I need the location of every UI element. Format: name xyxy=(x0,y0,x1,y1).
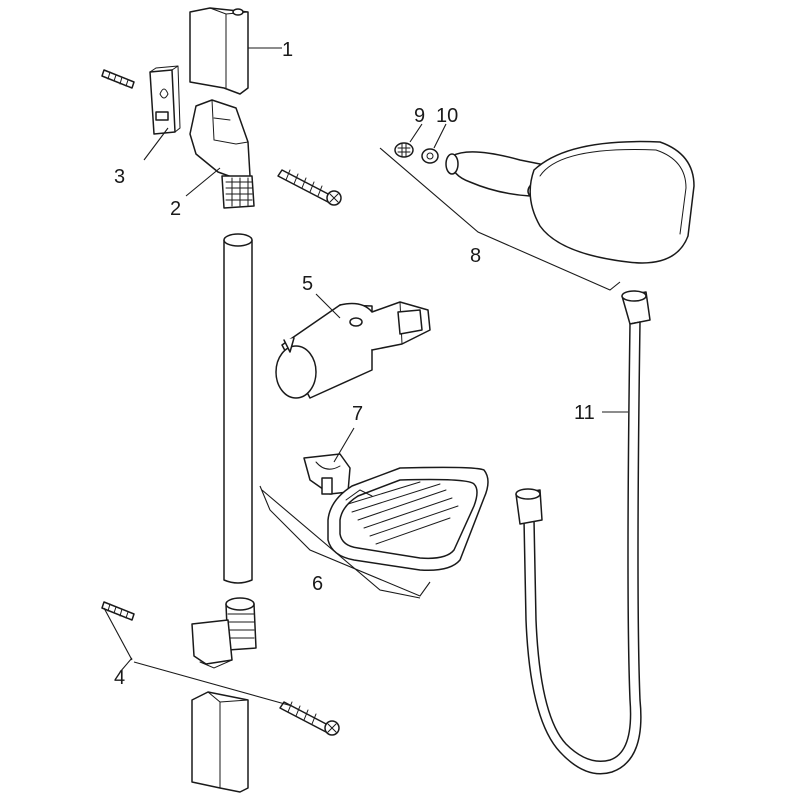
callout-4: 4 xyxy=(114,667,125,689)
part-10-washer xyxy=(421,148,439,164)
part-9-filter xyxy=(394,142,414,158)
callout-3: 3 xyxy=(114,166,125,188)
callout-10: 10 xyxy=(436,105,458,127)
callout-8: 8 xyxy=(470,245,481,267)
callout-11: 11 xyxy=(574,402,595,424)
wall-dowel-bottom xyxy=(101,601,135,621)
part-2-upper-bracket xyxy=(189,99,255,209)
part-11-hose xyxy=(515,290,651,775)
rail-pipe xyxy=(223,233,253,584)
part-7-soap-dish-clip xyxy=(303,453,351,495)
callout-9: 9 xyxy=(414,105,425,127)
part-6-soap-dish xyxy=(327,466,489,572)
lower-bracket xyxy=(191,597,257,669)
wall-dowel-top xyxy=(101,69,135,89)
part-1-top-cap xyxy=(189,7,249,95)
wall-screw-top xyxy=(277,169,342,206)
callout-1: 1 xyxy=(282,39,293,61)
callout-2: 2 xyxy=(170,198,181,220)
part-8-hand-shower xyxy=(445,140,695,264)
callout-7: 7 xyxy=(352,403,363,425)
callout-labels: 1 3 2 5 7 6 4 9 10 8 11 xyxy=(114,39,595,689)
bottom-cap xyxy=(191,691,249,793)
leader-lines xyxy=(103,47,628,707)
part-3-wall-plate xyxy=(149,65,181,135)
part-5-slider xyxy=(275,301,431,399)
wall-screw-bottom xyxy=(279,701,340,736)
callout-5: 5 xyxy=(302,273,313,295)
callout-6: 6 xyxy=(312,573,323,595)
